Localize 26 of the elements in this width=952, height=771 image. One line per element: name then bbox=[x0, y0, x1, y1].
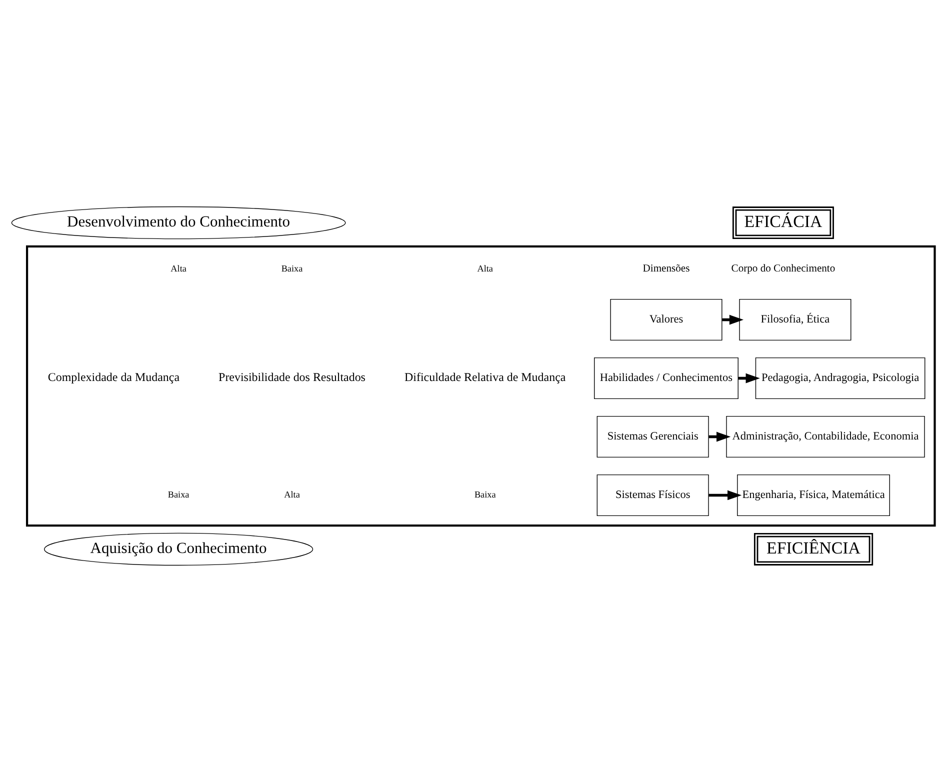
label: Alta bbox=[284, 489, 300, 500]
label: Dificuldade Relativa de Mudança bbox=[404, 370, 566, 384]
label: Alta bbox=[170, 262, 186, 273]
node-box: EFICIÊNCIA bbox=[754, 532, 874, 565]
label: Previsibilidade dos Resultados bbox=[218, 370, 366, 384]
node-box: Filosofia, Ética bbox=[739, 298, 852, 340]
node-box: Pedagogia, Andragogia, Psicologia bbox=[755, 356, 926, 399]
node-ellipse: Aquisição do Conhecimento bbox=[44, 532, 314, 566]
label: Baixa bbox=[281, 262, 303, 273]
label: Alta bbox=[477, 262, 493, 273]
node-box: Administração, Contabilidade, Economia bbox=[726, 415, 925, 458]
arrow bbox=[708, 490, 742, 500]
node-box: Engenharia, Física, Matemática bbox=[737, 474, 890, 516]
label: Corpo do Conhecimento bbox=[731, 262, 836, 274]
node-box: Sistemas Gerenciais bbox=[596, 415, 709, 458]
node-box: Sistemas Físicos bbox=[596, 474, 709, 516]
node-box: Habilidades / Conhecimentos bbox=[594, 356, 738, 399]
node-box: EFICÁCIA bbox=[732, 206, 834, 238]
label: Baixa bbox=[474, 489, 496, 500]
label: Complexidade da Mudança bbox=[48, 370, 180, 384]
node-box: Valores bbox=[610, 298, 722, 340]
cluster bbox=[26, 244, 936, 526]
label: Baixa bbox=[168, 489, 190, 500]
arrow bbox=[708, 431, 731, 442]
label: Dimensões bbox=[642, 262, 690, 274]
node-ellipse: Desenvolvimento do Conhecimento bbox=[11, 206, 346, 239]
